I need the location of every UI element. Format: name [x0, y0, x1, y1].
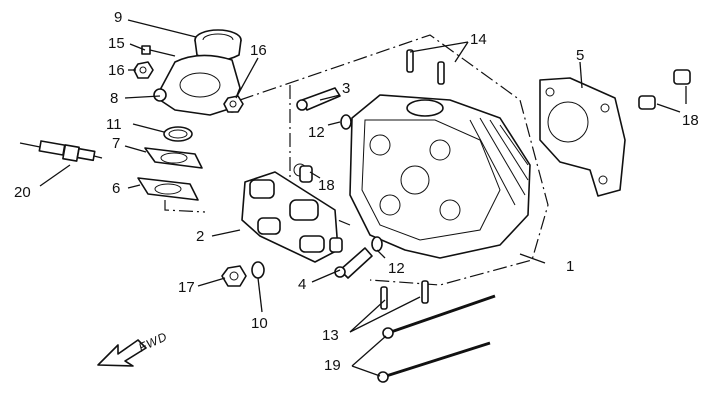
callout-5: 5 — [576, 47, 584, 64]
callout-17: 17 — [178, 279, 195, 296]
callout-15: 15 — [108, 35, 125, 52]
nut-17 — [221, 265, 247, 287]
callout-4: 4 — [298, 276, 306, 293]
nut-16-right — [223, 95, 244, 113]
callout-19: 19 — [324, 357, 341, 374]
gasket-7 — [144, 147, 203, 169]
spark-plug — [19, 140, 103, 162]
callout-7: 7 — [112, 135, 120, 152]
bolt-15 — [141, 45, 176, 57]
cylinder-head — [349, 94, 531, 259]
callout-20: 20 — [14, 184, 31, 201]
gasket-6 — [137, 177, 199, 201]
o-ring-11 — [163, 126, 193, 142]
leader-lines — [39, 19, 687, 377]
washer-10 — [251, 261, 265, 279]
seal-12-lower — [371, 236, 383, 252]
callout-6: 6 — [112, 180, 120, 197]
callout-2: 2 — [196, 228, 204, 245]
callout-13: 13 — [322, 327, 339, 344]
callout-3: 3 — [342, 80, 350, 97]
valve-4 — [329, 237, 373, 279]
pins-14 — [406, 49, 445, 85]
callout-9: 9 — [114, 9, 122, 26]
thermostat-cap — [194, 29, 242, 62]
callout-18-right: 18 — [682, 112, 699, 129]
callout-11: 11 — [106, 116, 122, 133]
head-gasket-5 — [539, 77, 626, 197]
callout-12-lower: 12 — [388, 260, 405, 277]
callout-16-right: 16 — [250, 42, 267, 59]
seal-12-upper — [340, 114, 352, 130]
callout-8: 8 — [110, 90, 118, 107]
dowel-18-middle — [299, 165, 313, 183]
callout-10: 10 — [251, 315, 268, 332]
forward-label: FWD — [136, 329, 169, 355]
callout-14: 14 — [470, 31, 487, 48]
nut-16-left — [133, 61, 154, 79]
stud-bolts-19 — [377, 294, 496, 383]
pins-13 — [380, 280, 429, 310]
callout-1: 1 — [566, 258, 574, 275]
forward-arrow — [97, 339, 147, 367]
dowels-18-right — [638, 69, 691, 110]
callout-12-upper: 12 — [308, 124, 325, 141]
valve-3 — [296, 87, 341, 111]
callout-18-middle: 18 — [318, 177, 335, 194]
callout-16-left: 16 — [108, 62, 125, 79]
rocker-bracket — [241, 163, 339, 263]
